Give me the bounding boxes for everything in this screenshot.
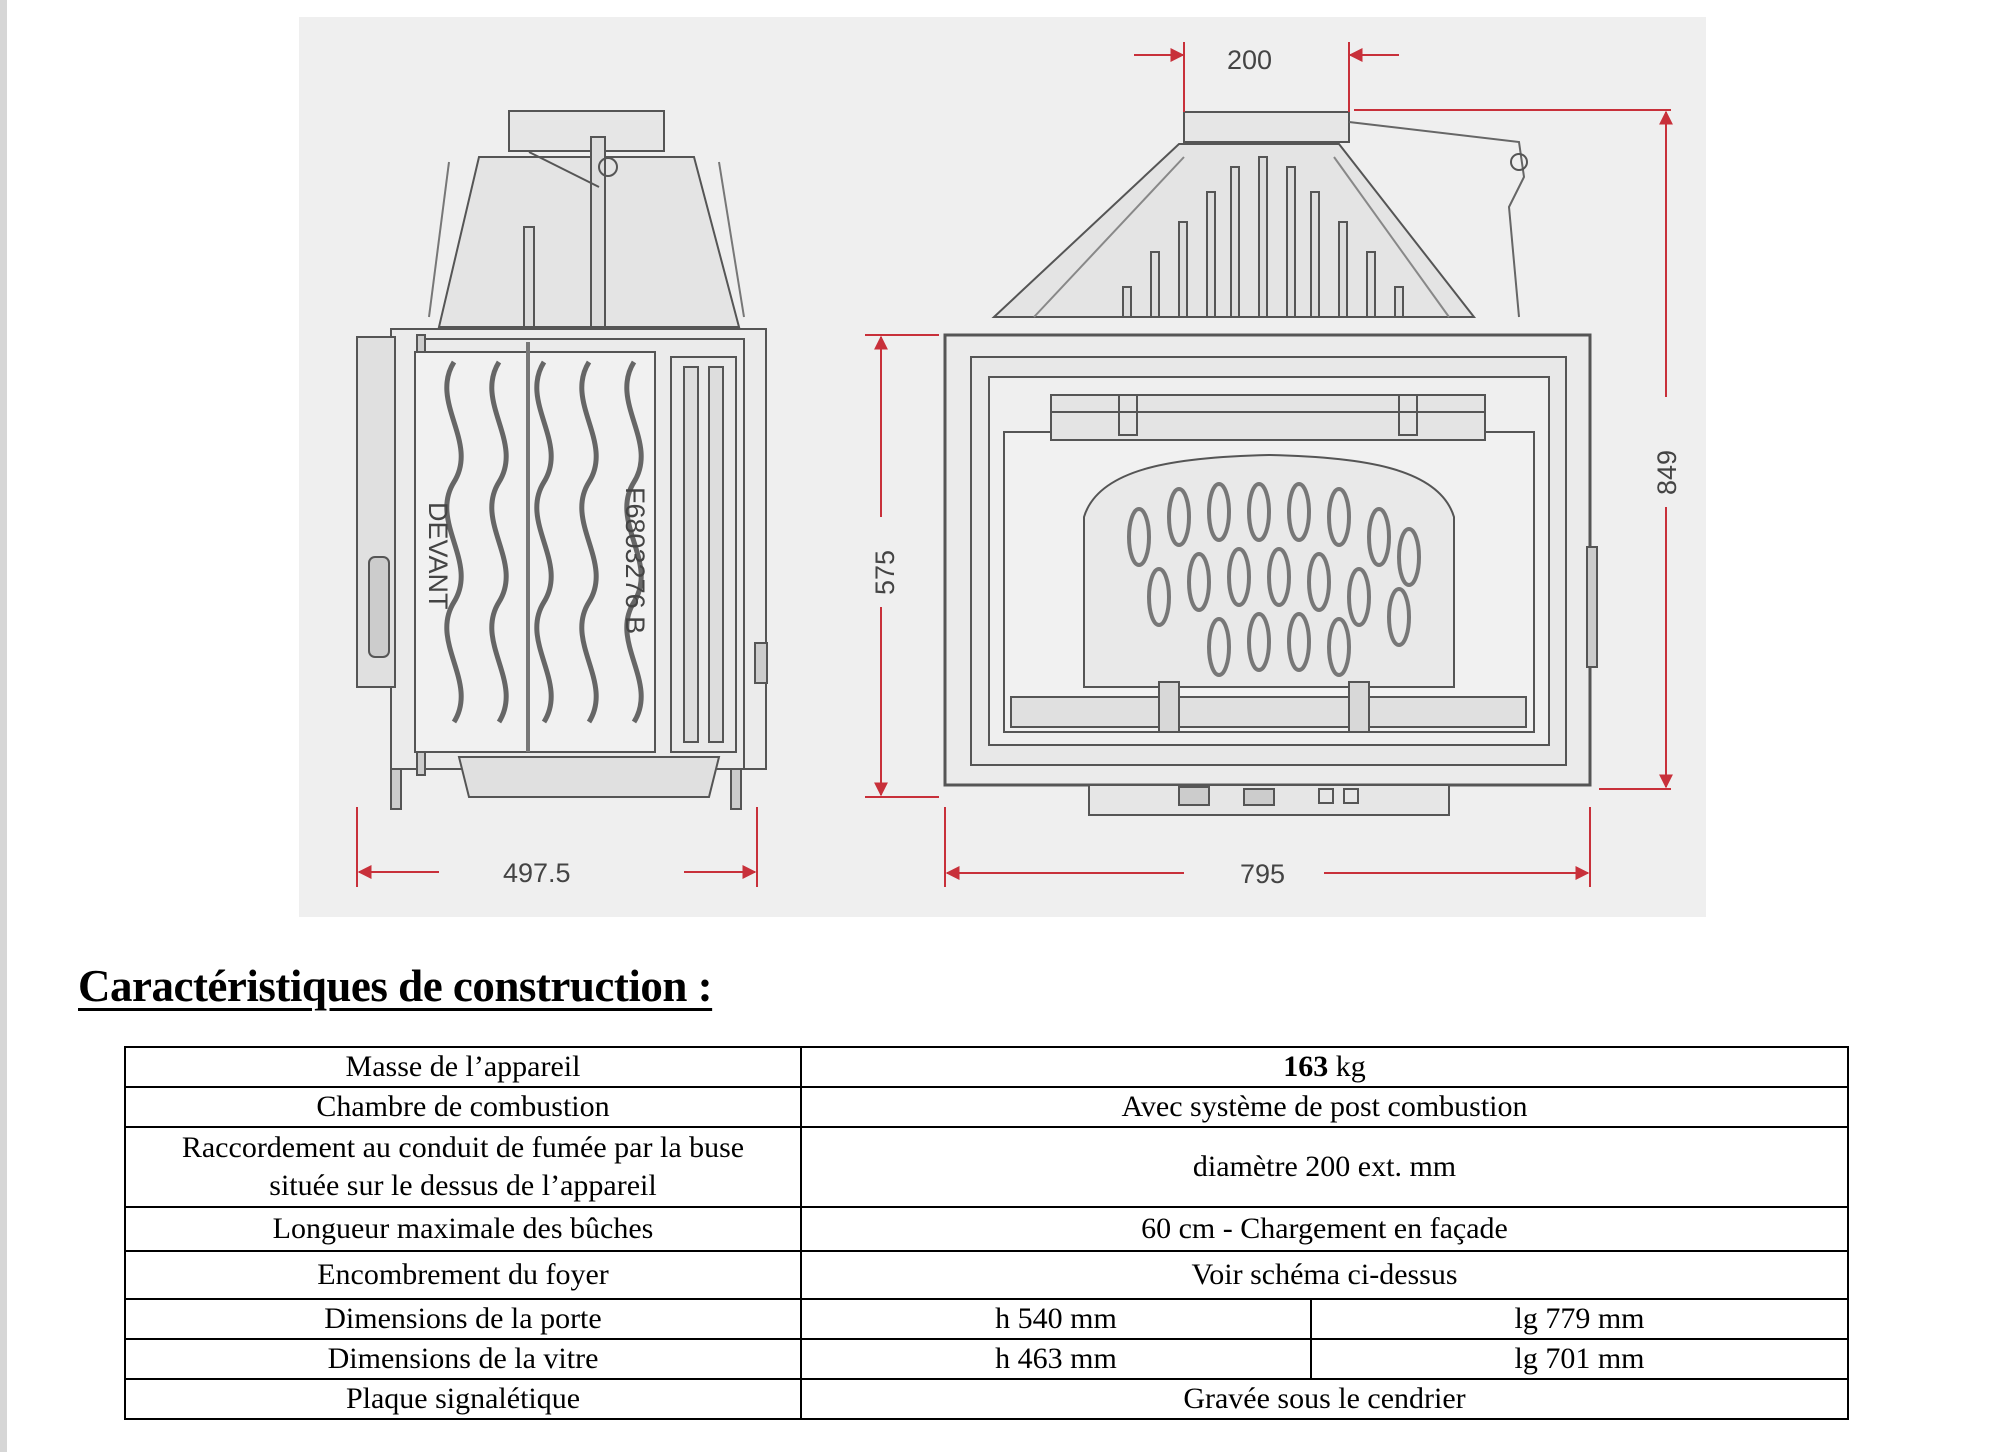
- table-row: Chambre de combustion Avec système de po…: [124, 1086, 1849, 1128]
- row-label: Plaque signalétique: [124, 1378, 802, 1420]
- row-value-length: lg 779 mm: [1310, 1298, 1849, 1340]
- table-row: Dimensions de la vitre h 463 mm lg 701 m…: [124, 1338, 1849, 1380]
- drawing-svg: DEVANT F6803276 B: [356, 42, 1682, 889]
- row-label: Encombrement du foyer: [124, 1250, 802, 1300]
- side-view: [356, 110, 768, 810]
- table-row: Raccordement au conduit de fumée par la …: [124, 1126, 1849, 1208]
- table-row: Masse de l’appareil 163 kg: [124, 1046, 1849, 1088]
- dim-flue-width: 200: [1227, 45, 1272, 75]
- row-value: Avec système de post combustion: [800, 1086, 1849, 1128]
- row-label: Chambre de combustion: [124, 1086, 802, 1128]
- dim-width: 795: [1240, 859, 1285, 889]
- dimension-lines: [356, 42, 1673, 887]
- reference-label: F6803276 B: [620, 487, 650, 634]
- technical-drawing: DEVANT F6803276 B: [299, 17, 1706, 917]
- row-label-line: Raccordement au conduit de fumée par la …: [181, 1131, 745, 1164]
- table-row: Longueur maximale des bûches 60 cm - Cha…: [124, 1206, 1849, 1252]
- section-heading: Caractéristiques de construction :: [78, 961, 713, 1011]
- mass-unit: kg: [1328, 1050, 1366, 1083]
- dim-depth: 497.5: [503, 858, 571, 888]
- row-value-height: h 540 mm: [800, 1298, 1312, 1340]
- devant-label: DEVANT: [423, 502, 453, 610]
- table-row: Plaque signalétique Gravée sous le cendr…: [124, 1378, 1849, 1420]
- table-row: Encombrement du foyer Voir schéma ci-des…: [124, 1250, 1849, 1300]
- row-value: 163 kg: [800, 1046, 1849, 1088]
- row-value: Voir schéma ci-dessus: [800, 1250, 1849, 1300]
- row-label-line: située sur le dessus de l’appareil: [269, 1169, 657, 1202]
- mass-value: 163: [1283, 1050, 1329, 1083]
- table-row: Dimensions de la porte h 540 mm lg 779 m…: [124, 1298, 1849, 1340]
- row-value: Gravée sous le cendrier: [800, 1378, 1849, 1420]
- page-edge: [0, 0, 7, 1452]
- row-value: 60 cm - Chargement en façade: [800, 1206, 1849, 1252]
- spec-table: Masse de l’appareil 163 kg Chambre de co…: [124, 1046, 1849, 1420]
- row-label: Dimensions de la vitre: [124, 1338, 802, 1380]
- row-label: Masse de l’appareil: [124, 1046, 802, 1088]
- row-value: diamètre 200 ext. mm: [800, 1126, 1849, 1208]
- dim-front-height: 575: [870, 550, 900, 595]
- front-view: [943, 111, 1598, 816]
- row-value-length: lg 701 mm: [1310, 1338, 1849, 1380]
- row-label: Dimensions de la porte: [124, 1298, 802, 1340]
- dim-total-height: 849: [1652, 450, 1682, 495]
- row-label: Longueur maximale des bûches: [124, 1206, 802, 1252]
- row-value-height: h 463 mm: [800, 1338, 1312, 1380]
- row-label: Raccordement au conduit de fumée par la …: [124, 1126, 802, 1208]
